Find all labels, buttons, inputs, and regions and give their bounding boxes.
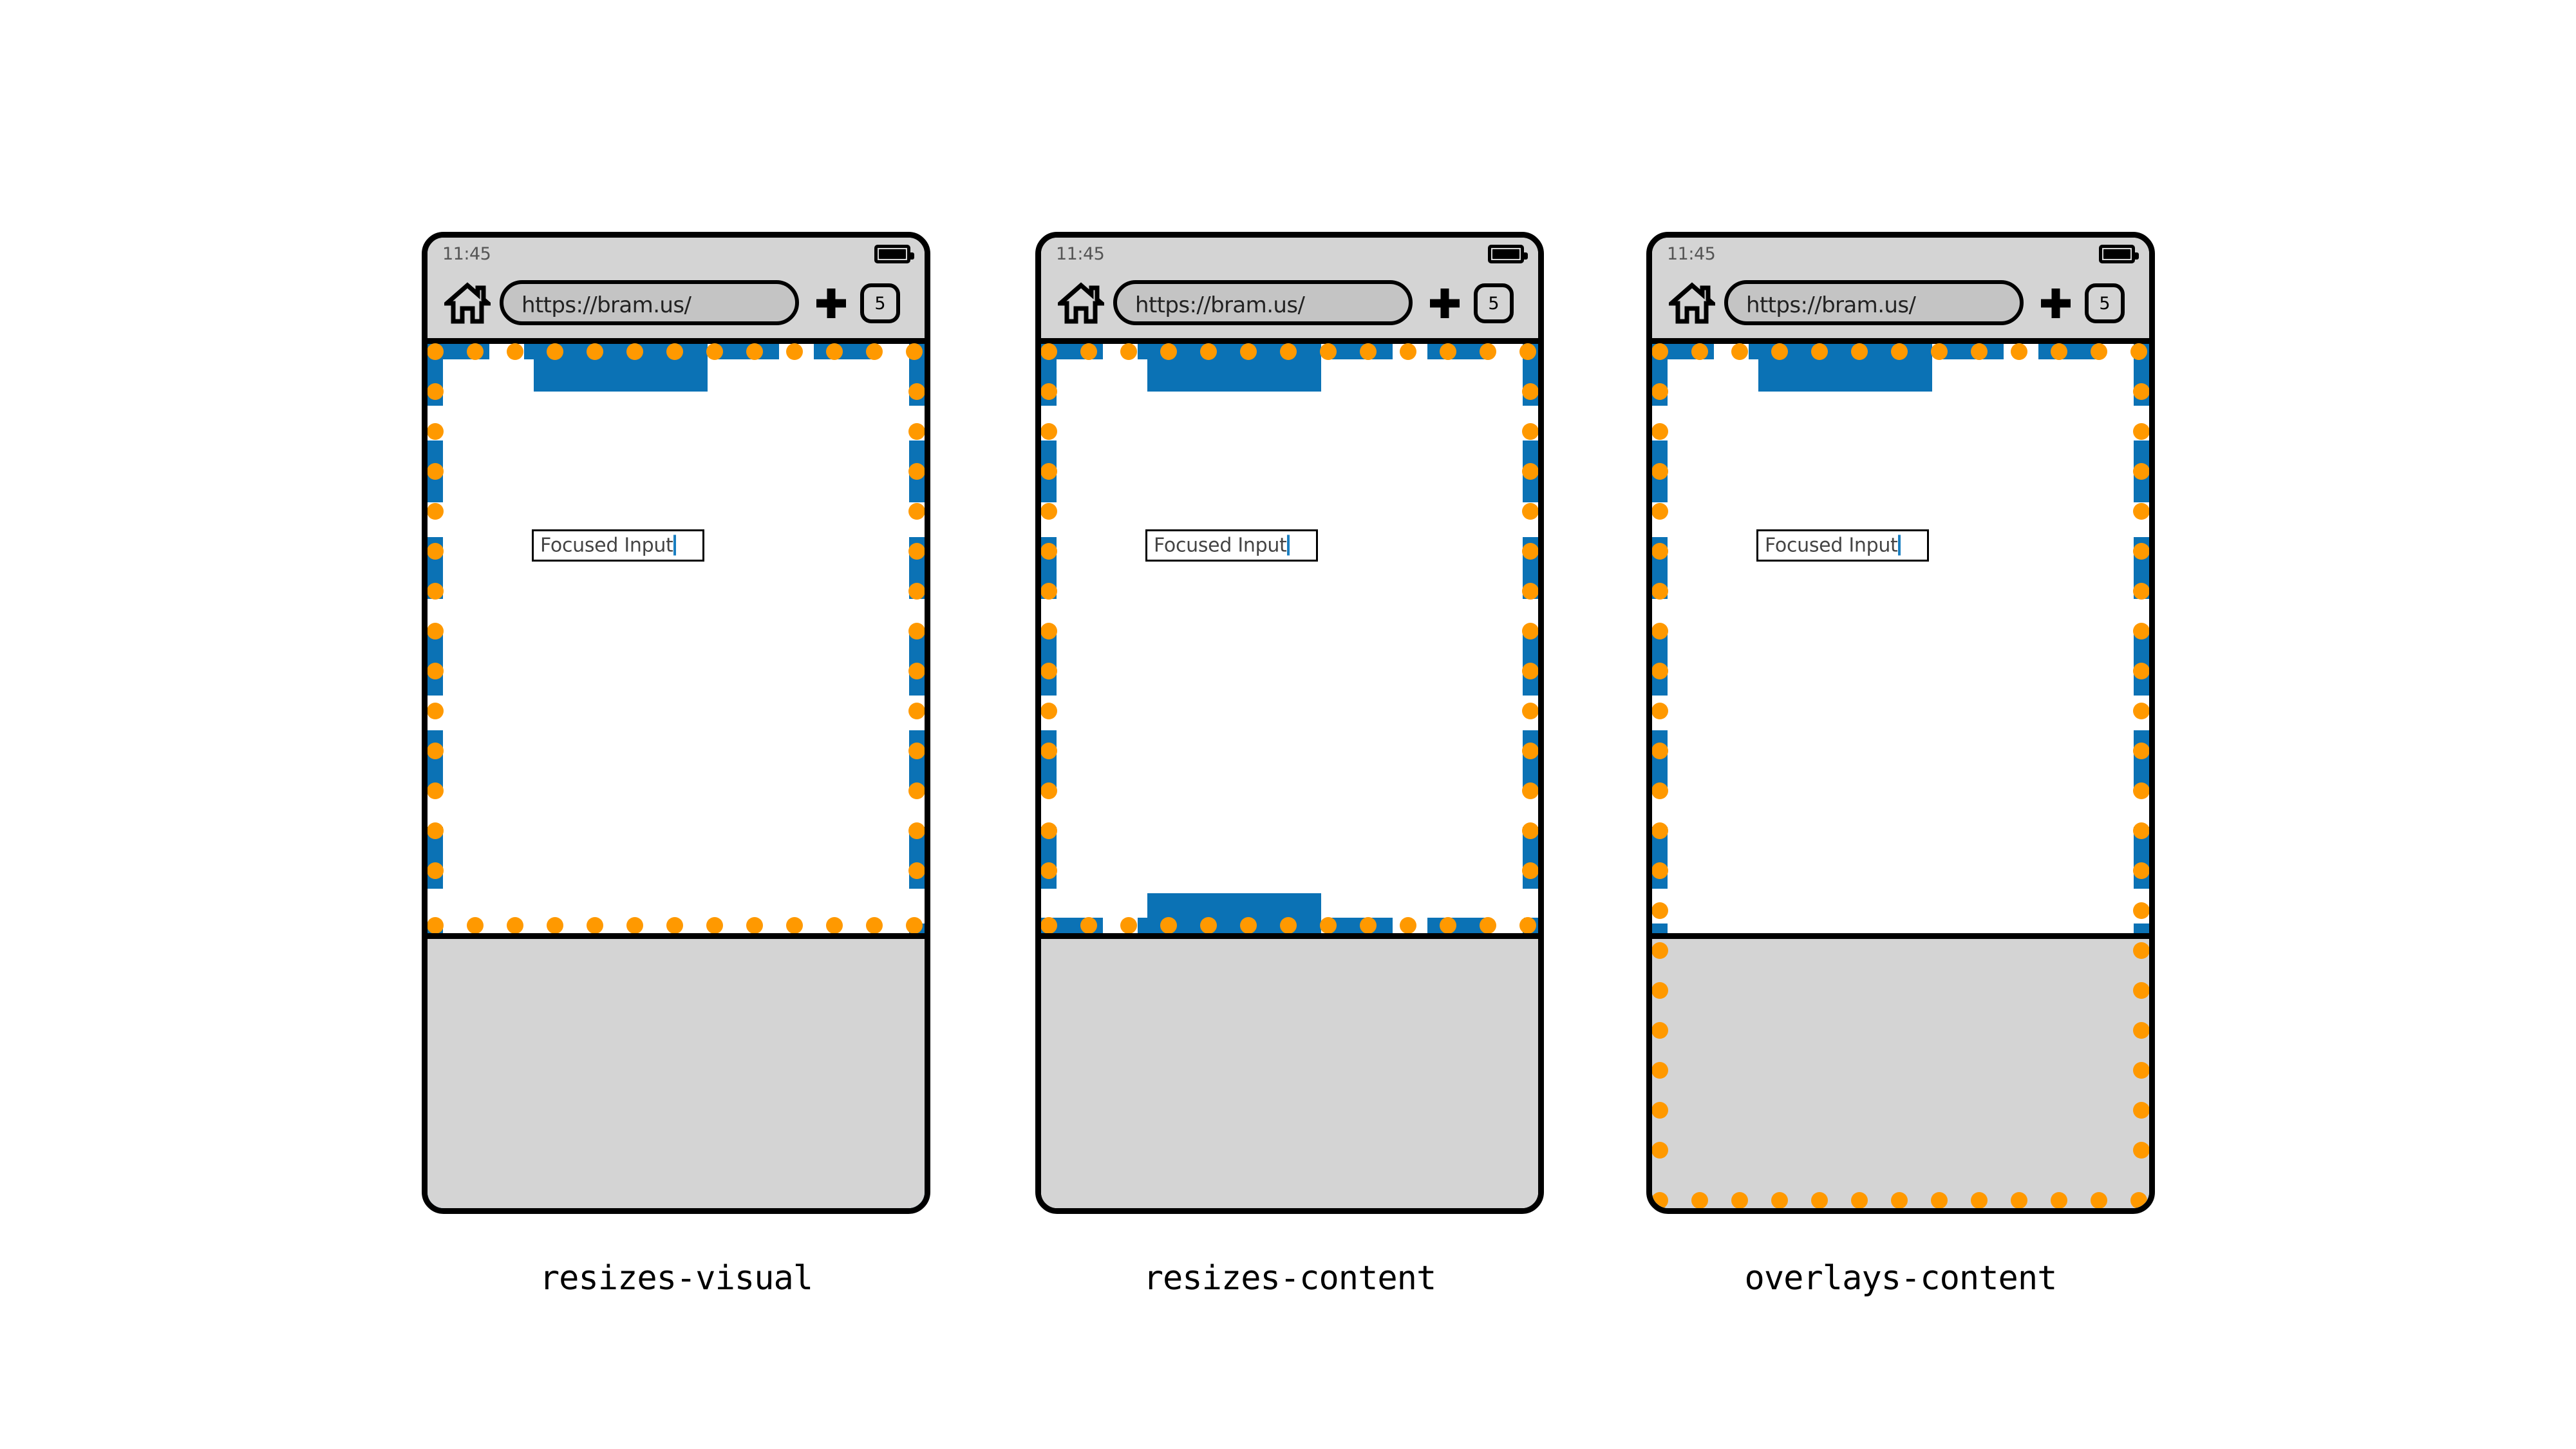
virtual-keyboard: [428, 933, 925, 1208]
caption-resizes-content: resizes-content: [1143, 1259, 1437, 1298]
phone-screen: Focused Input: [428, 343, 925, 1208]
virtual-keyboard: [1041, 933, 1538, 1208]
battery-icon: [2099, 245, 2139, 263]
url-bar[interactable]: https://bram.us/: [1113, 280, 1413, 325]
focused-input[interactable]: Focused Input: [1145, 529, 1318, 562]
focused-input-text: Focused Input: [1154, 535, 1290, 557]
url-text: https://bram.us/: [1746, 292, 1916, 318]
tab-count-button[interactable]: 5: [2085, 283, 2125, 323]
tab-count-button[interactable]: 5: [860, 283, 900, 323]
home-icon[interactable]: [440, 280, 494, 325]
text-caret: [1897, 535, 1901, 556]
battery-icon: [874, 245, 914, 263]
focused-input-text: Focused Input: [1765, 535, 1901, 557]
page-header-block: [1147, 344, 1321, 392]
plus-icon[interactable]: [814, 286, 849, 321]
home-icon[interactable]: [1054, 280, 1108, 325]
phone-screen: Focused Input: [1041, 343, 1538, 1208]
layout-viewport: [1041, 344, 1538, 933]
status-clock: 11:45: [1056, 244, 1105, 264]
status-clock: 11:45: [442, 244, 491, 264]
page-header-block: [1758, 344, 1932, 392]
plus-icon[interactable]: [1427, 286, 1462, 321]
url-text: https://bram.us/: [522, 292, 691, 318]
status-bar: 11:45: [1652, 238, 2149, 271]
tab-count-button[interactable]: 5: [1474, 283, 1514, 323]
browser-chrome: 11:45 https://bram.us/ 5: [428, 238, 925, 344]
browser-toolbar: https://bram.us/ 5: [1652, 271, 2149, 338]
phone-resizes-content: 11:45 https://bram.us/ 5: [1035, 232, 1544, 1214]
text-caret: [1286, 535, 1290, 556]
phone-screen: Focused Input: [1652, 343, 2149, 1208]
status-bar: 11:45: [1041, 238, 1538, 271]
page-header-block: [534, 344, 708, 392]
browser-chrome: 11:45 https://bram.us/ 5: [1041, 238, 1538, 344]
border-right: [1523, 344, 1538, 933]
layout-viewport-border: [1041, 344, 1538, 933]
focused-input[interactable]: Focused Input: [1756, 529, 1929, 562]
tab-count-label: 5: [2099, 293, 2111, 314]
browser-toolbar: https://bram.us/ 5: [1041, 271, 1538, 338]
border-left: [1041, 344, 1057, 933]
phone-overlays-content: 11:45 https://bram.us/ 5: [1646, 232, 2155, 1214]
url-bar[interactable]: https://bram.us/: [500, 280, 799, 325]
plus-icon[interactable]: [2038, 286, 2073, 321]
tab-count-label: 5: [1488, 293, 1500, 314]
page-footer-block: [1147, 893, 1321, 933]
url-bar[interactable]: https://bram.us/: [1724, 280, 2024, 325]
caption-overlays-content: overlays-content: [1744, 1259, 2058, 1298]
focused-input[interactable]: Focused Input: [532, 529, 704, 562]
virtual-keyboard: [1652, 933, 2149, 1208]
phone-resizes-visual: 11:45 https://bram.us/ 5: [422, 232, 930, 1214]
browser-chrome: 11:45 https://bram.us/ 5: [1652, 238, 2149, 344]
url-text: https://bram.us/: [1135, 292, 1305, 318]
text-caret: [673, 535, 676, 556]
tab-count-label: 5: [874, 293, 886, 314]
status-bar: 11:45: [428, 238, 925, 271]
status-clock: 11:45: [1667, 244, 1716, 264]
home-icon[interactable]: [1665, 280, 1719, 325]
browser-toolbar: https://bram.us/ 5: [428, 271, 925, 338]
focused-input-text: Focused Input: [540, 535, 676, 557]
battery-icon: [1488, 245, 1528, 263]
caption-resizes-visual: resizes-visual: [539, 1259, 813, 1298]
